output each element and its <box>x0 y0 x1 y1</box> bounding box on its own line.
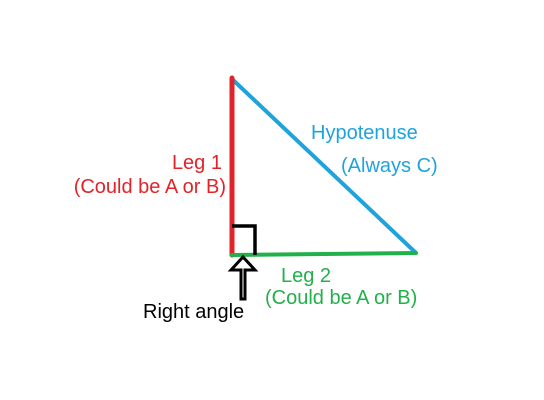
right-angle-label: Right angle <box>143 301 244 323</box>
leg2-subtitle: (Could be A or B) <box>265 287 417 309</box>
hypotenuse-subtitle: (Always C) <box>341 155 438 177</box>
leg2-title: Leg 2 <box>281 265 331 287</box>
hypotenuse-title: Hypotenuse <box>311 122 418 144</box>
leg1-subtitle: (Could be A or B) <box>74 176 226 198</box>
hypotenuse-line <box>230 77 417 254</box>
right-angle-square-icon <box>232 224 257 255</box>
leg1-title: Leg 1 <box>172 152 222 174</box>
leg2-line <box>230 251 418 257</box>
arrow-up-icon <box>227 254 259 301</box>
